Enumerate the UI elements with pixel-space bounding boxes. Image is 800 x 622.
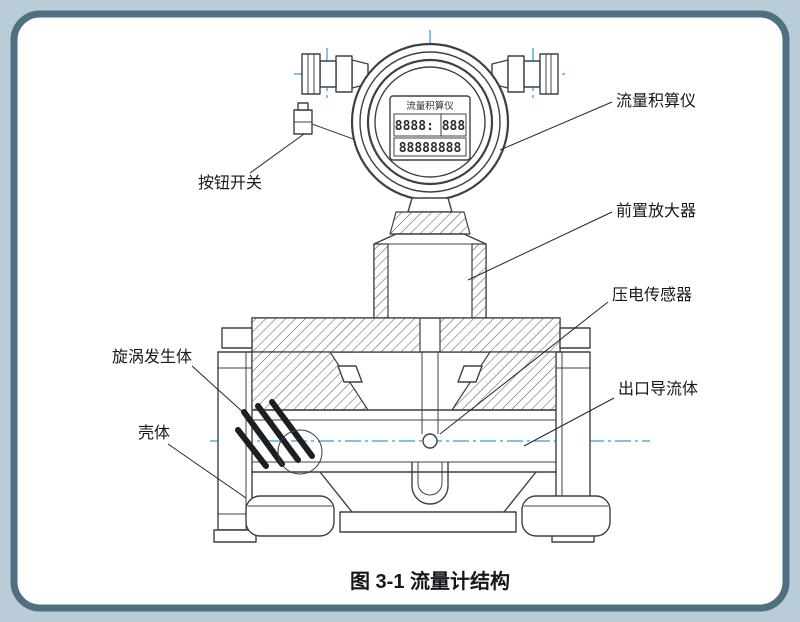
left-foot (245, 495, 335, 537)
meter-body (251, 351, 557, 473)
label-piezo-sensor: 压电传感器 (612, 286, 692, 304)
right-connector-cap (539, 53, 559, 95)
button-stem (311, 123, 357, 141)
display-row1-box (393, 113, 467, 137)
totalizer-head: 流量积算仪 8888: 888 88888888 (350, 42, 510, 202)
left-connector-body (319, 60, 337, 88)
vortex-shedder (235, 399, 323, 475)
display-title: 流量积算仪 (406, 100, 454, 112)
display-row2-box (393, 137, 467, 157)
neck-boss (407, 197, 453, 213)
funnel-slot-left (337, 365, 363, 383)
right-connector-flange (507, 55, 525, 93)
shedder-bar (241, 409, 285, 467)
leader-vortex-generator (191, 365, 257, 425)
label-outlet-flow-guide: 出口导流体 (618, 380, 698, 398)
piezo-sensor-circle (422, 433, 438, 449)
display-row1: 8888: 888 (395, 119, 466, 134)
display-row2: 88888888 (399, 141, 462, 156)
figure-caption: 图 3-1 流量计结构 (350, 569, 510, 593)
callout-labels: 流量积算仪 按钮开关 前置放大器 压电传感器 出口导流体 旋涡发生体 壳体 (112, 91, 698, 442)
bottom-pocket-inner (417, 462, 443, 496)
label-housing: 壳体 (138, 424, 170, 442)
leader-button-switch (249, 133, 305, 174)
flange-plate-hatch-right (439, 317, 561, 353)
funnel-slot-right (457, 365, 483, 383)
right-arm (559, 327, 591, 349)
leader-piezo-sensor (439, 301, 609, 435)
left-pipe-flange (213, 351, 257, 543)
base-slant-right (503, 471, 537, 513)
mounting-flange-plate (221, 317, 591, 434)
neck-assembly (389, 197, 471, 235)
right-connector-body (523, 60, 541, 88)
head-bezel (366, 58, 494, 186)
right-conduit-connector (491, 53, 559, 95)
button-switch (293, 102, 357, 141)
label-totalizer: 流量积算仪 (616, 91, 696, 110)
button-cap (297, 102, 309, 111)
right-foot (521, 495, 611, 537)
leader-housing (167, 443, 247, 499)
label-button-switch: 按钮开关 (198, 174, 262, 192)
neck-collar (389, 211, 471, 235)
label-vortex-generator: 旋涡发生体 (112, 348, 192, 366)
display-panel (389, 95, 471, 161)
head-ring-2 (359, 51, 501, 193)
base-plate (339, 511, 517, 533)
shedder-bar (269, 399, 315, 459)
sensor-assembly (411, 433, 449, 505)
shedder-bar (255, 403, 301, 463)
leader-lines (167, 101, 615, 499)
left-connector-cap (301, 53, 321, 95)
leader-totalizer (499, 101, 613, 151)
bottom-base (245, 471, 611, 537)
shedder-bar (235, 427, 269, 469)
left-arm (221, 327, 253, 349)
head-glass (374, 66, 486, 178)
left-connector-flange (335, 55, 353, 93)
left-conduit-connector (301, 53, 369, 95)
bottom-pocket-outer (411, 462, 449, 505)
leader-outlet-flow-guide (523, 397, 615, 447)
base-slant-left (319, 471, 353, 513)
leader-preamplifier (467, 211, 613, 281)
label-preamplifier: 前置放大器 (616, 202, 696, 220)
shedder-hub (277, 429, 323, 475)
flange-plate-hatch-left (251, 317, 421, 353)
